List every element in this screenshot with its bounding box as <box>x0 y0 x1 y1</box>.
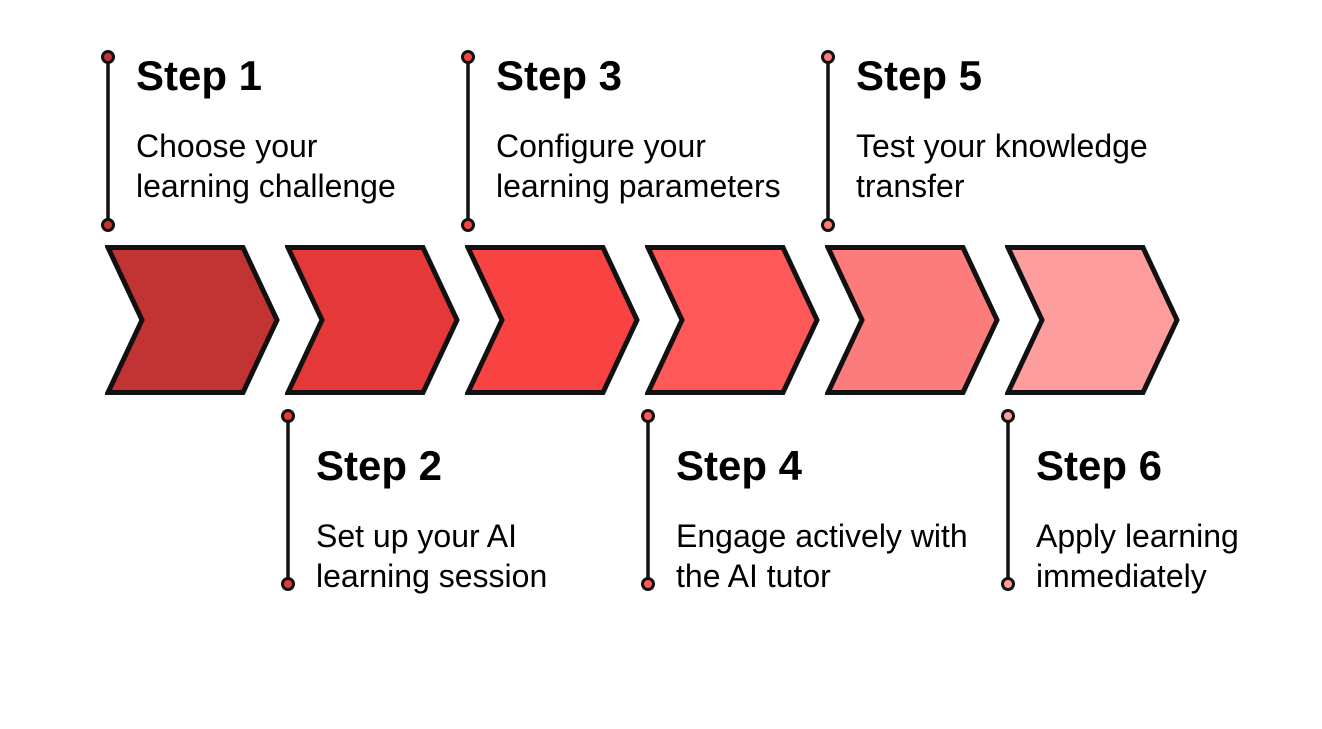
step-title: Step 2 <box>316 442 443 489</box>
chevron-shape <box>105 245 280 395</box>
step-description: Set up your AI learning session <box>316 518 548 594</box>
chevron-step-2 <box>285 245 460 395</box>
step-description: Test your knowledge transfer <box>856 128 1148 204</box>
step-2-label: Step 2 Set up your AI learning session <box>316 442 656 596</box>
chevron-step-1 <box>105 245 280 395</box>
step-6-connector <box>998 408 1018 594</box>
connector-dot-top <box>1001 409 1015 423</box>
step-title: Step 4 <box>676 442 803 489</box>
step-5-connector <box>818 49 838 235</box>
connector-dot-top <box>281 409 295 423</box>
chevron-step-5 <box>825 245 1000 395</box>
chevron-shape <box>285 245 460 395</box>
step-3-label: Step 3 Configure your learning parameter… <box>496 52 836 206</box>
step-1-connector <box>98 49 118 235</box>
step-3-connector <box>458 49 478 235</box>
chevron-shape <box>645 245 820 395</box>
connector-dot-bottom <box>281 577 295 591</box>
chevron-shape <box>465 245 640 395</box>
step-4-label: Step 4 Engage actively with the AI tutor <box>676 442 1016 596</box>
step-description: Apply learning immediately <box>1036 518 1239 594</box>
connector-dot-top <box>821 50 835 64</box>
chevron-step-6 <box>1005 245 1180 395</box>
chevron-shape <box>1005 245 1180 395</box>
chevron-step-4 <box>645 245 820 395</box>
step-title: Step 5 <box>856 52 983 99</box>
connector-dot-bottom <box>461 218 475 232</box>
connector-dot-bottom <box>1001 577 1015 591</box>
step-4-connector <box>638 408 658 594</box>
connector-dot-top <box>461 50 475 64</box>
step-1-label: Step 1 Choose your learning challenge <box>136 52 476 206</box>
chevron-shape <box>825 245 1000 395</box>
connector-dot-bottom <box>101 218 115 232</box>
connector-dot-bottom <box>641 577 655 591</box>
step-description: Configure your learning parameters <box>496 128 781 204</box>
step-title: Step 1 <box>136 52 263 99</box>
step-2-connector <box>278 408 298 594</box>
step-description: Engage actively with the AI tutor <box>676 518 968 594</box>
connector-dot-bottom <box>821 218 835 232</box>
connector-dot-top <box>101 50 115 64</box>
step-6-label: Step 6 Apply learning immediately <box>1036 442 1322 596</box>
step-title: Step 3 <box>496 52 623 99</box>
step-5-label: Step 5 Test your knowledge transfer <box>856 52 1196 206</box>
chevron-step-3 <box>465 245 640 395</box>
step-description: Choose your learning challenge <box>136 128 396 204</box>
connector-dot-top <box>641 409 655 423</box>
step-title: Step 6 <box>1036 442 1163 489</box>
